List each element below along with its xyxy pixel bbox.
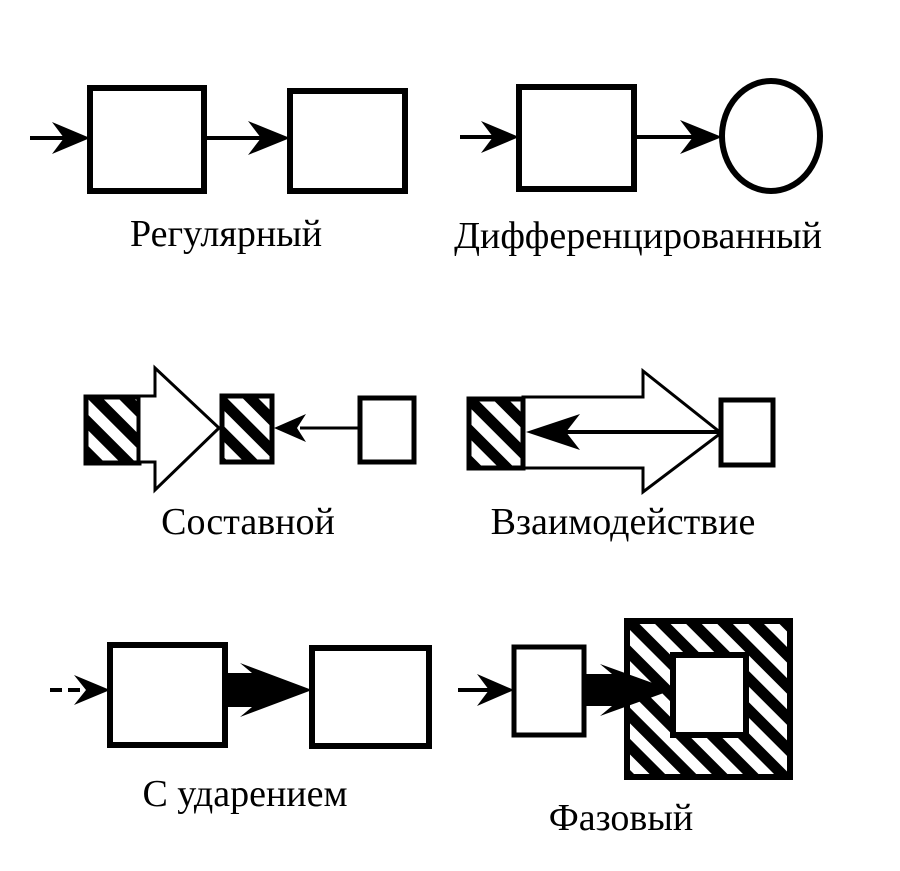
pattern-differentiated: Дифференцированный [454,78,823,257]
pattern-regular: Регулярный [30,85,408,255]
block-arrow-right-icon [137,364,222,494]
square-icon [87,85,207,194]
pattern-composite: Составной [83,364,417,543]
square-icon [309,645,432,749]
pattern-interaction: Взаимодействие [466,367,776,543]
pattern-label: Дифференцированный [454,215,822,257]
square-icon [107,642,228,748]
square-icon [511,644,587,738]
hatched-square-icon [219,393,275,465]
pattern-phase: Фазовый [458,618,793,839]
pattern-label: Взаимодействие [491,501,756,543]
circle-icon [719,78,823,194]
hatched-square-icon [466,396,526,471]
square-icon [287,88,408,194]
hatched-square-icon [83,394,142,466]
arrow-left-icon [526,414,721,450]
arrow-right-icon [204,121,290,155]
square-icon [718,397,776,468]
bold-arrow-right-icon [584,664,672,716]
pattern-label: Фазовый [549,797,694,839]
arrow-right-icon [460,121,519,153]
pattern-label: Регулярный [130,213,322,255]
square-icon [516,84,637,192]
arrow-right-icon [458,674,514,706]
dashed-arrow-right-icon [50,675,110,705]
square-icon [670,652,749,738]
pattern-label: С ударением [142,773,347,815]
arrow-right-icon [30,122,90,154]
arrow-right-icon [634,120,722,154]
arrow-left-icon [274,414,360,442]
bold-arrow-right-icon [225,663,312,717]
pattern-emphasis: С ударением [50,642,432,815]
square-icon [357,395,417,465]
pattern-label: Составной [161,501,335,543]
